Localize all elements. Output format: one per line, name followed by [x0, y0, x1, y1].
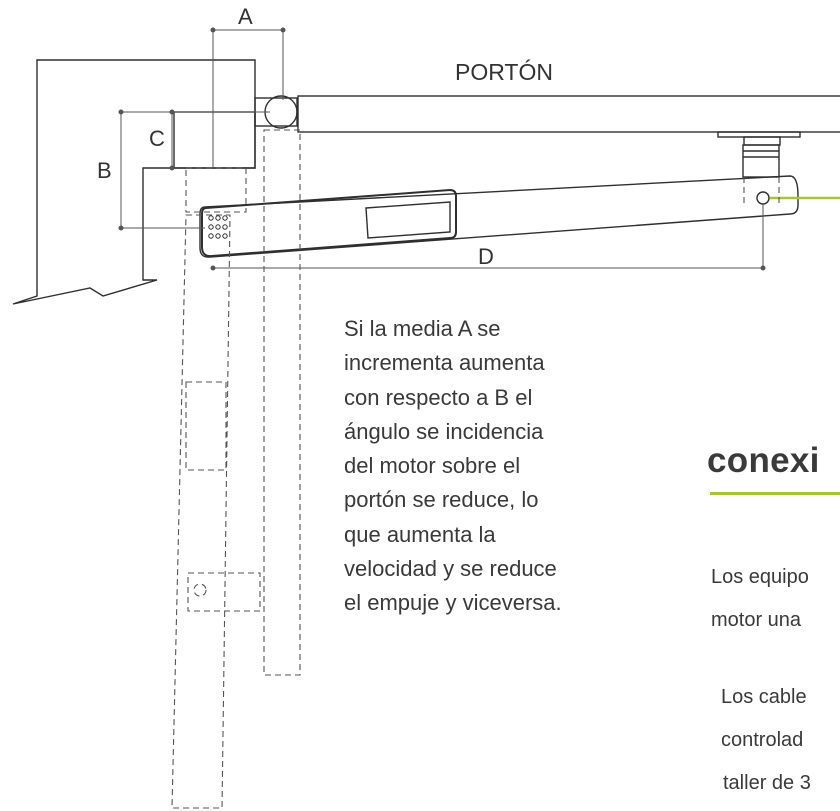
paragraph-line: motor una [711, 609, 802, 631]
gate-bracket-post [743, 136, 781, 146]
explanation-line: portón se reduce, lo [344, 487, 539, 513]
portal-label: PORTÓN [455, 59, 553, 85]
paragraph-line: taller de 3 [723, 772, 811, 794]
wall-outline [12, 59, 256, 305]
paragraph-line: Los equipo [711, 566, 809, 588]
gate-bracket-plate [717, 131, 801, 138]
pivot-open-dashed [193, 583, 207, 597]
explanation-line: el empuje y viceversa. [344, 590, 562, 616]
dimension-a-label: A [238, 4, 253, 29]
explanation-line: del motor sobre el [344, 453, 521, 479]
motor-open-window-dashed [185, 381, 227, 471]
dimension-c-label: C [149, 126, 165, 151]
explanation-line: Si la media A se [344, 316, 501, 341]
explanation-line: incrementa aumenta [344, 350, 545, 376]
dimension-b-label: B [97, 158, 112, 183]
arm-open-dashed [171, 214, 231, 809]
paragraph-line: Los cable [721, 686, 807, 708]
explanation-line: ángulo se incidencia [344, 418, 544, 444]
motor-body [201, 188, 457, 258]
gate-leaf [297, 95, 840, 133]
motor-window [365, 201, 451, 239]
explanation-line: velocidad y se reduce [344, 556, 557, 582]
section-title: conexi [707, 441, 820, 480]
explanation-line: que aumenta la [344, 521, 496, 547]
wall-bracket [173, 111, 256, 169]
paragraph-line: controlad [721, 729, 804, 751]
dimension-d-label: D [478, 244, 494, 269]
bracket-open-dashed [187, 572, 261, 612]
gate-open-dashed [263, 129, 301, 676]
explanation-line: con respecto a B el [344, 384, 533, 410]
motor-mount-holes [208, 215, 228, 239]
motor-arm [199, 175, 799, 258]
arm-pivot [756, 191, 770, 205]
gate-bracket-block [742, 144, 780, 178]
explanation-text: Si la media A se incrementa aumenta con … [344, 312, 674, 621]
section-title-underline [710, 492, 840, 495]
wall-bracket-dashed [185, 167, 247, 213]
